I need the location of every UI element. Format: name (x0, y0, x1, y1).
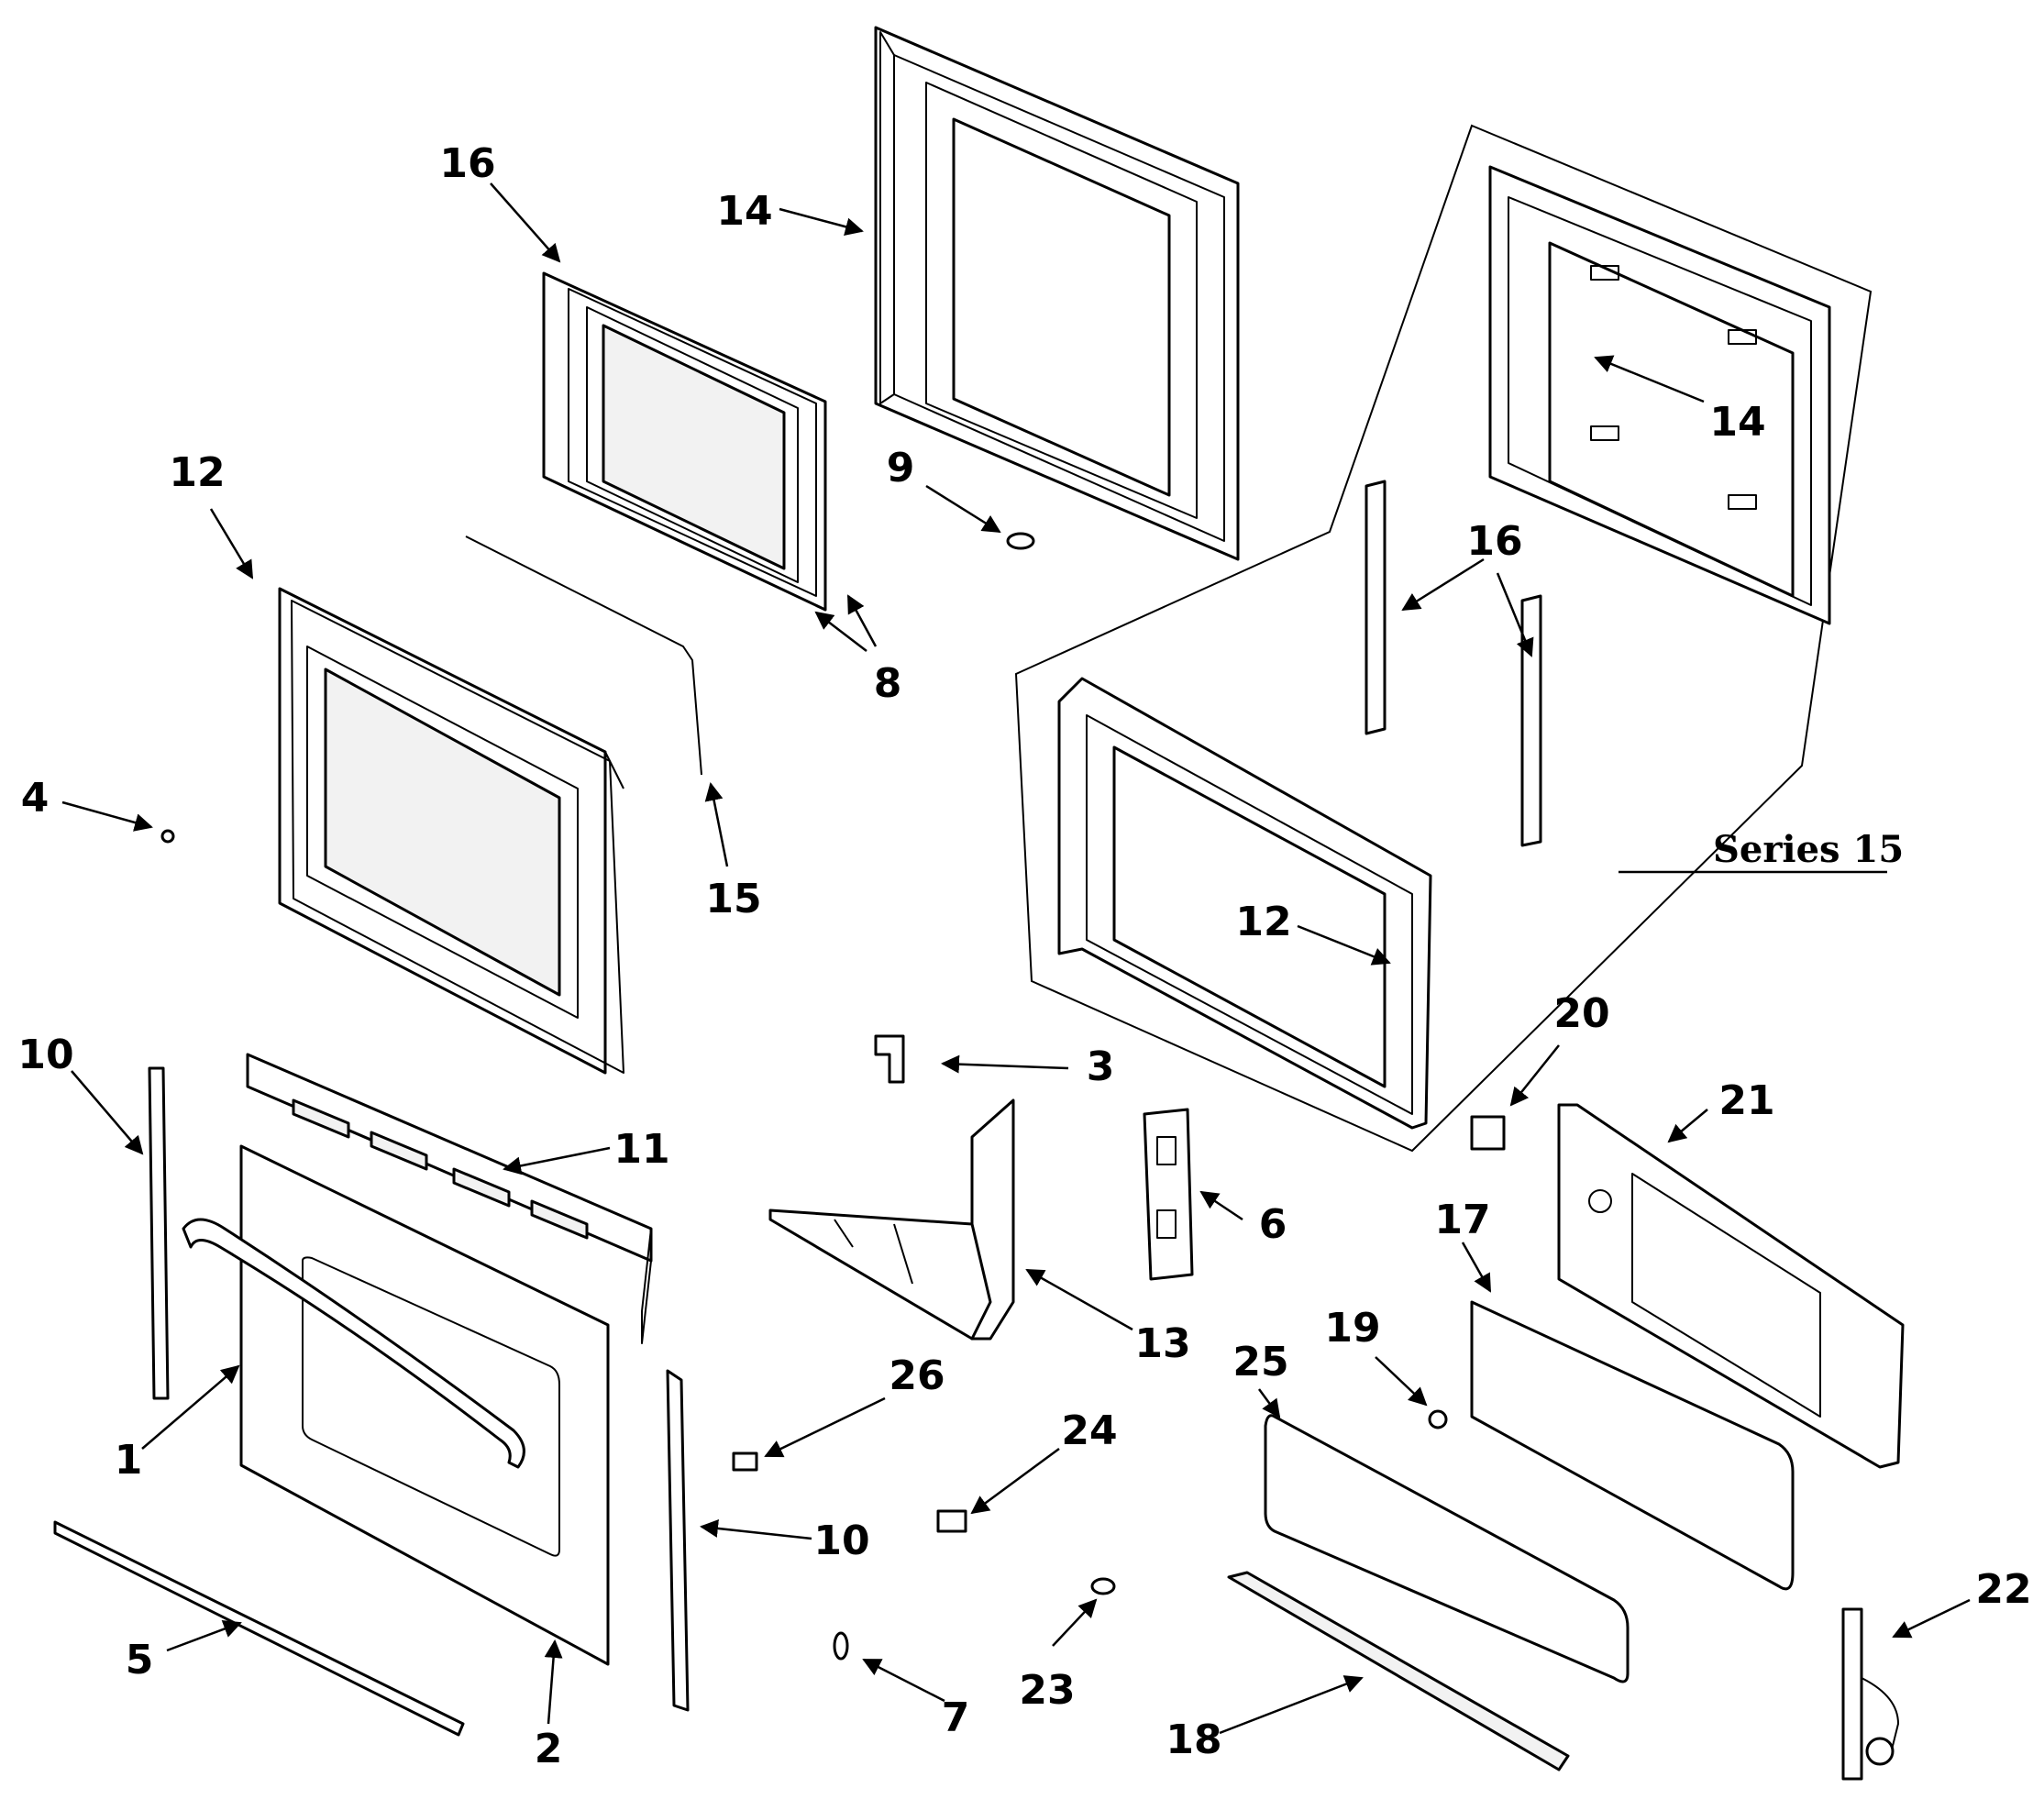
part-18-trim-strip (1227, 1571, 1570, 1771)
leader-6 (1199, 1190, 1243, 1221)
leader-2 (544, 1639, 563, 1725)
leader-25 (1257, 1388, 1281, 1418)
part-21-control-bracket (1557, 1103, 1905, 1469)
callout-14b: 14 (1709, 399, 1765, 446)
callout-9: 9 (887, 445, 915, 491)
callout-12a: 12 (169, 449, 225, 496)
leader-11 (503, 1146, 611, 1175)
callout-16a: 16 (439, 140, 495, 187)
part-15-seal-strip (465, 535, 702, 776)
callout-12b: 12 (1235, 899, 1291, 945)
part-9-screw (1006, 532, 1035, 550)
callout-13: 13 (1134, 1320, 1190, 1367)
leader-19 (1375, 1356, 1428, 1407)
leader-16a (490, 182, 561, 263)
series-15-glass-support-16b (1520, 594, 1542, 847)
callout-1: 1 (115, 1437, 143, 1484)
leader-5 (166, 1619, 242, 1652)
part-6-hinge-receiver (1143, 1108, 1194, 1281)
leader-20 (1509, 1044, 1560, 1107)
callout-7: 7 (942, 1694, 970, 1741)
callout-17: 17 (1434, 1197, 1490, 1243)
leader-4 (61, 800, 153, 832)
leader-10b (700, 1518, 812, 1540)
leader-24 (970, 1447, 1060, 1515)
leader-21 (1667, 1109, 1708, 1143)
part-13-insulation (768, 1098, 1015, 1341)
leader-12b (1297, 924, 1391, 966)
leader-18 (1219, 1675, 1364, 1735)
leader-17 (1461, 1242, 1492, 1293)
part-12-inner-door-panel (278, 587, 624, 1075)
series-15-inner-panel-12 (1057, 677, 1432, 1130)
callout-24: 24 (1061, 1407, 1117, 1454)
part-22-hinge (1841, 1607, 1899, 1781)
part-1-door-handle (182, 1218, 525, 1469)
callout-4: 4 (21, 775, 50, 822)
callout-11: 11 (613, 1126, 669, 1173)
callout-10b: 10 (813, 1518, 869, 1564)
callout-6: 6 (1259, 1201, 1287, 1248)
leader-3 (941, 1054, 1069, 1074)
part-24-clip (936, 1509, 967, 1533)
leader-26 (764, 1396, 886, 1458)
leader-16b1 (1401, 557, 1485, 612)
callout-5: 5 (126, 1637, 154, 1683)
part-19-screw (1428, 1409, 1448, 1429)
part-14-door-liner (874, 26, 1240, 561)
leader-8b (846, 594, 878, 647)
part-5-bottom-trim (53, 1520, 465, 1737)
callout-23: 23 (1019, 1667, 1075, 1714)
leader-22 (1892, 1598, 1971, 1639)
series-15-glass-support-16a (1365, 480, 1387, 735)
callout-25: 25 (1232, 1339, 1288, 1385)
callout-3: 3 (1087, 1043, 1115, 1090)
callout-16b: 16 (1466, 518, 1522, 565)
series-15-label: Series 15 (1713, 828, 1904, 871)
part-17-backguard (1470, 1300, 1795, 1591)
callout-22: 22 (1975, 1566, 2031, 1613)
callout-14a: 14 (716, 188, 772, 235)
series-15-door-liner-14 (1488, 165, 1831, 625)
leader-14b (1594, 355, 1705, 403)
leader-23 (1052, 1598, 1098, 1647)
part-2-outer-door-panel (239, 1144, 610, 1666)
leader-lines (61, 182, 1971, 1735)
leader-8a (814, 611, 867, 652)
leader-1 (141, 1364, 240, 1450)
callout-21: 21 (1718, 1077, 1774, 1124)
part-10-left-side-trim (148, 1066, 170, 1400)
part-7-screw (833, 1631, 849, 1661)
leader-7 (862, 1658, 945, 1703)
callout-8: 8 (874, 660, 902, 707)
part-10-right-side-trim (666, 1369, 690, 1712)
leader-12a (209, 508, 254, 579)
part-26-clip (732, 1451, 758, 1472)
leader-13 (1025, 1268, 1133, 1331)
part-20-switch (1470, 1115, 1506, 1151)
callout-18: 18 (1166, 1716, 1221, 1763)
leader-10a (71, 1070, 144, 1155)
leader-9 (925, 484, 1001, 534)
callout-19: 19 (1324, 1305, 1380, 1352)
callout-26: 26 (889, 1352, 945, 1399)
callout-20: 20 (1553, 990, 1609, 1037)
part-3-bracket (874, 1034, 905, 1084)
callout-10a: 10 (17, 1032, 73, 1078)
callout-labels: 1 2 3 4 5 6 7 8 9 10 10 11 12 12 13 14 1… (17, 140, 2031, 1772)
callout-15: 15 (705, 876, 761, 922)
leader-14a (779, 207, 864, 237)
series-15-inset-outline (1014, 124, 1873, 1153)
part-25-control-panel (1264, 1414, 1630, 1683)
callout-2: 2 (535, 1726, 563, 1772)
part-4-screw (160, 829, 175, 844)
part-23-screw (1090, 1577, 1116, 1595)
part-16-glass-pack (542, 271, 827, 612)
leader-15 (704, 782, 729, 867)
leader-16b2 (1496, 572, 1534, 657)
